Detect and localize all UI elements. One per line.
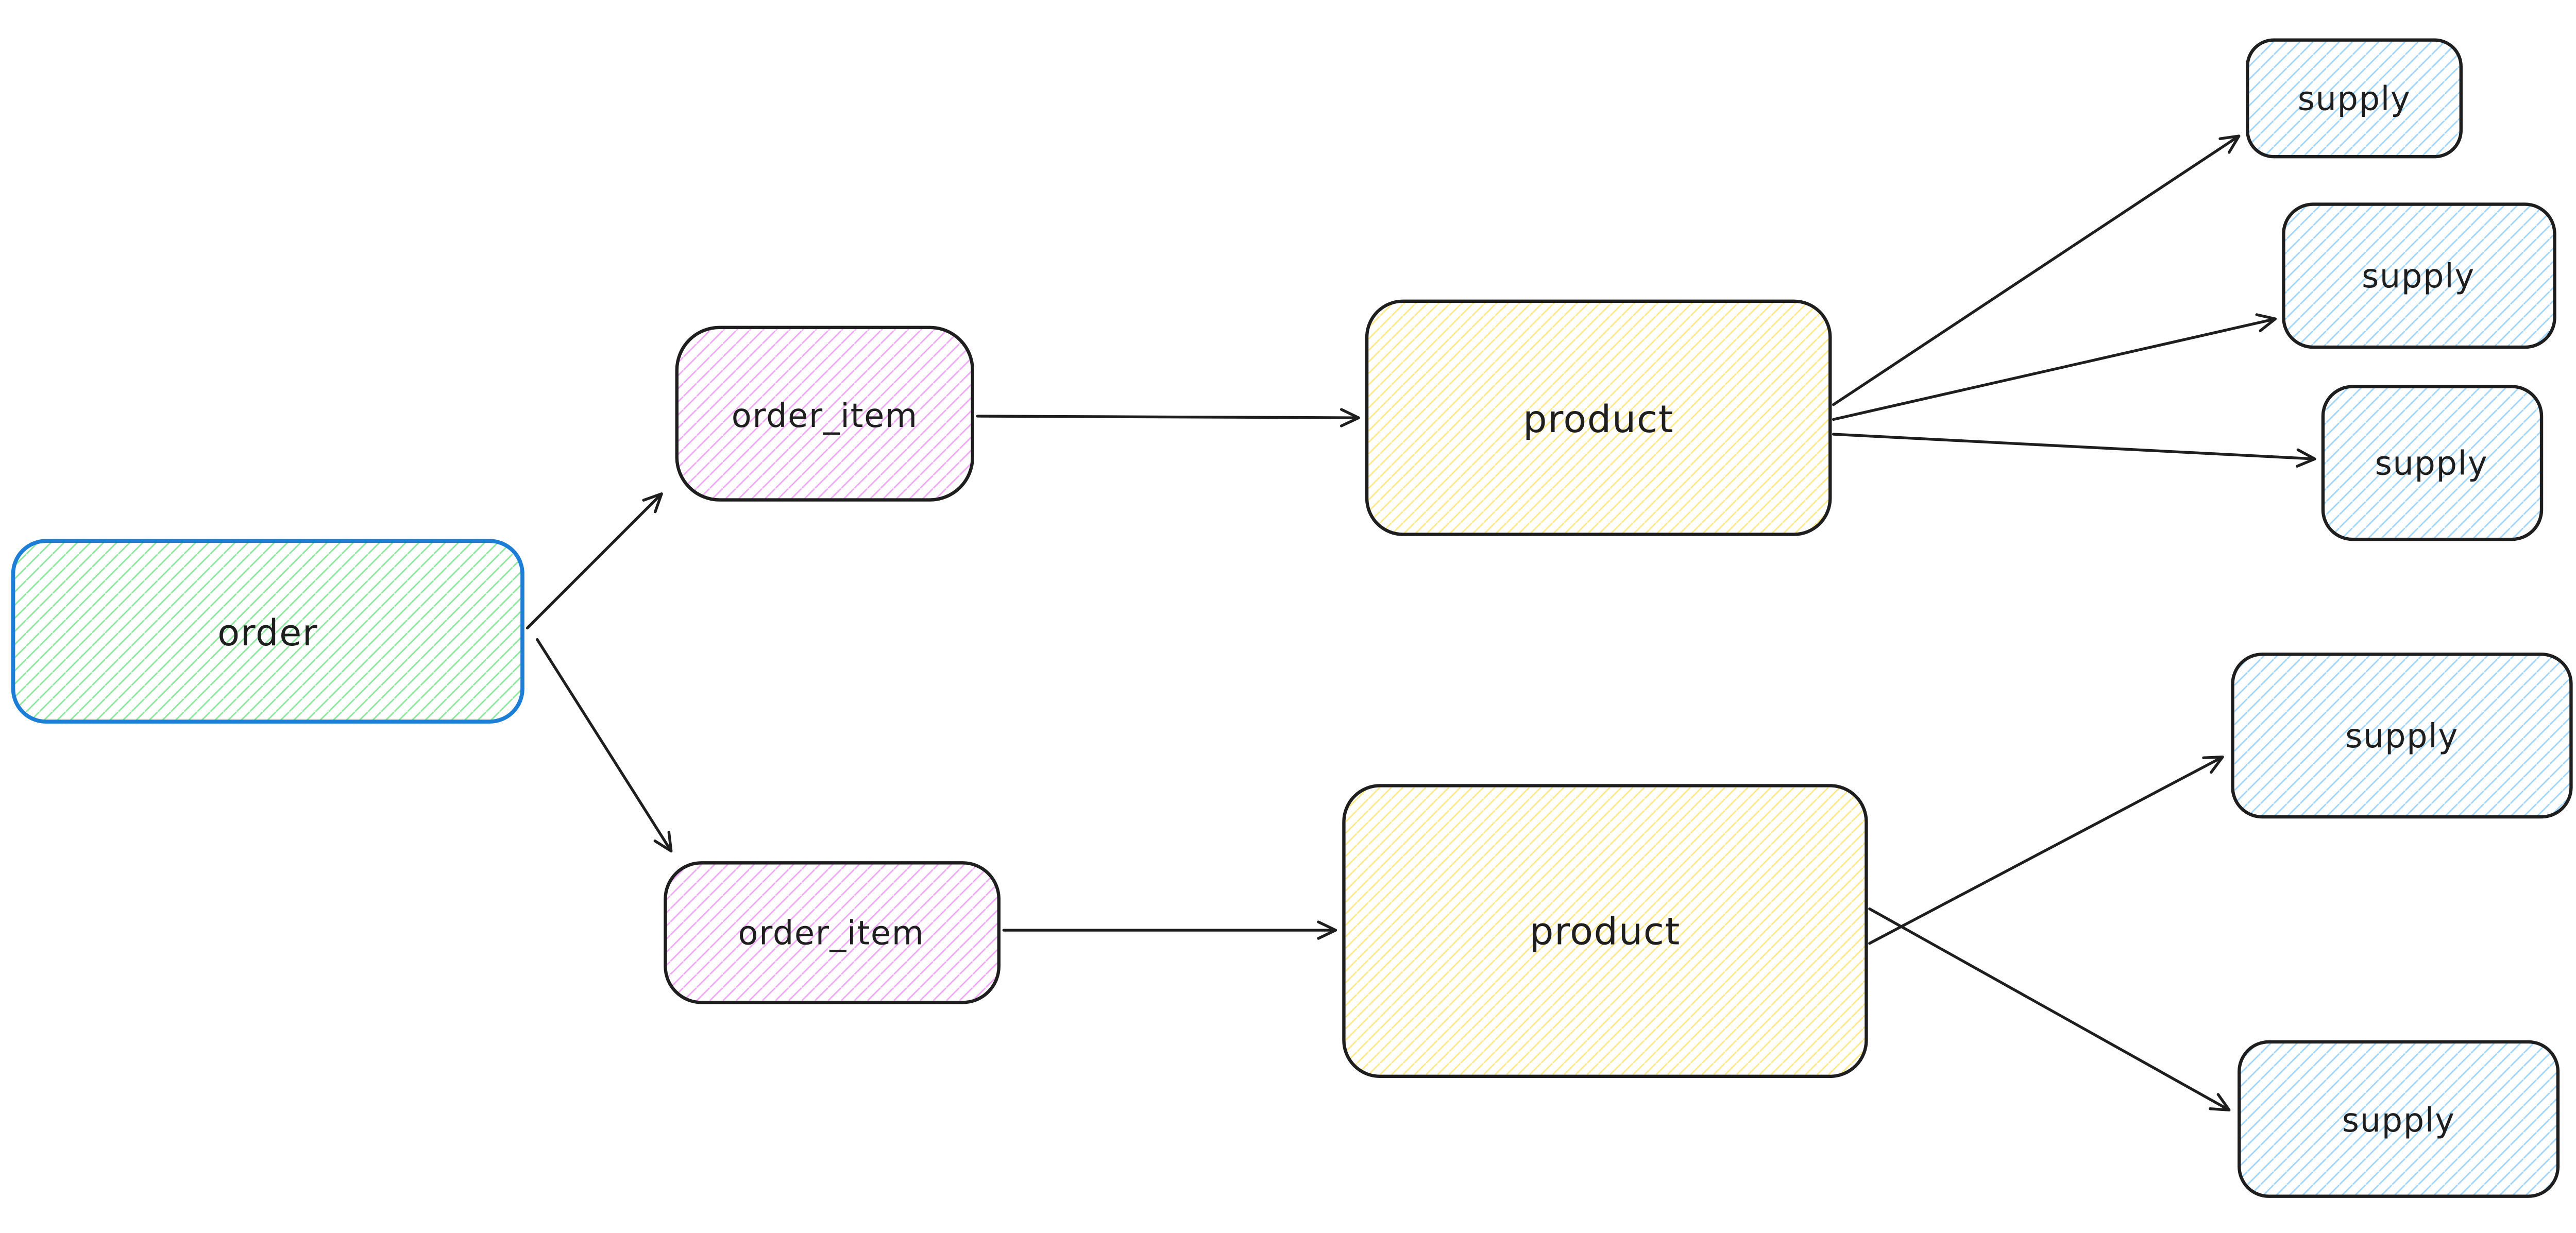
edge-product-1-to-supply-3[interactable] <box>1832 433 2316 468</box>
nodes-layer: order order_item order_item product prod… <box>11 38 2573 1198</box>
node-supply-5[interactable]: supply <box>2238 1040 2560 1198</box>
node-product-1[interactable]: product <box>1365 299 1832 536</box>
product-2-box[interactable] <box>1342 784 1868 1078</box>
supply-3-label: supply <box>2375 444 2488 483</box>
order-item-2-label: order_item <box>738 914 925 952</box>
order-label: order <box>217 612 318 654</box>
edge-order-to-order-item-2[interactable] <box>536 638 673 853</box>
node-order-item-1[interactable]: order_item <box>675 326 974 502</box>
node-order-item-2[interactable]: order_item <box>664 861 1001 1004</box>
order-box[interactable] <box>11 539 524 724</box>
edge-order-to-order-item-1[interactable] <box>526 492 663 630</box>
edge-product-2-to-supply-5[interactable] <box>1868 907 2231 1111</box>
edge-order-item-1-to-product-1[interactable] <box>976 408 1360 427</box>
supply-3-box[interactable] <box>2321 385 2544 541</box>
product-1-label: product <box>1523 398 1674 441</box>
supply-5-label: supply <box>2342 1102 2455 1140</box>
order-item-2-box[interactable] <box>664 861 1001 1004</box>
node-supply-4[interactable]: supply <box>2231 653 2573 819</box>
edge-product-1-to-supply-1[interactable] <box>1832 134 2241 406</box>
order-item-1-label: order_item <box>732 397 918 435</box>
node-product-2[interactable]: product <box>1342 784 1868 1078</box>
supply-5-box[interactable] <box>2238 1040 2560 1198</box>
edges-layer <box>526 134 2316 1111</box>
edge-product-2-to-supply-4[interactable] <box>1868 756 2224 945</box>
supply-1-box[interactable] <box>2246 38 2463 159</box>
supply-1-label: supply <box>2298 80 2411 118</box>
node-supply-2[interactable]: supply <box>2282 202 2556 349</box>
supply-2-box[interactable] <box>2282 202 2556 349</box>
supply-4-box[interactable] <box>2231 653 2573 819</box>
node-supply-1[interactable]: supply <box>2246 38 2463 159</box>
node-order[interactable]: order <box>11 539 524 724</box>
node-supply-3[interactable]: supply <box>2321 385 2544 541</box>
supply-4-label: supply <box>2345 717 2459 756</box>
product-2-label: product <box>1530 910 1681 954</box>
supply-2-label: supply <box>2362 258 2475 296</box>
order-item-1-box[interactable] <box>675 326 974 502</box>
product-1-box[interactable] <box>1365 299 1832 536</box>
edge-product-1-to-supply-2[interactable] <box>1832 313 2277 421</box>
